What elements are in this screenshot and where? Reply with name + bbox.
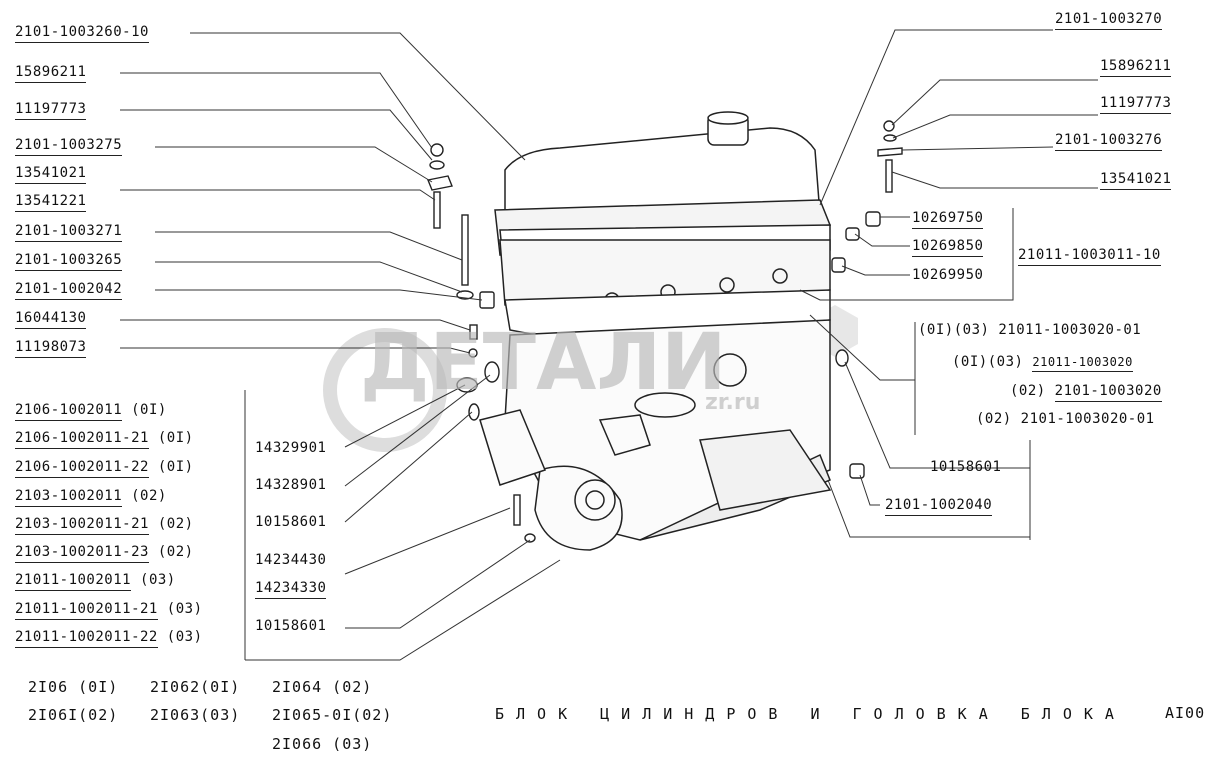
head-variant-label: (0I)(03) 21011-1003020-01 bbox=[918, 322, 1141, 338]
head-part: 21011-1003020-01 bbox=[998, 322, 1142, 338]
model-label: 2I06I(02) bbox=[28, 706, 119, 724]
part-label: 15896211 bbox=[1100, 58, 1172, 77]
block-label: 2103-1002011-23 (02) bbox=[15, 544, 194, 563]
part-label: 14329901 bbox=[255, 440, 327, 456]
part-label: 13541221 bbox=[15, 193, 87, 212]
part-label: 2101-1003260-10 bbox=[15, 24, 149, 43]
part-label: 2101-1003271 bbox=[15, 223, 123, 242]
head-variant-label: (02) 2101-1003020 bbox=[1010, 383, 1162, 402]
part-label: 13541021 bbox=[15, 165, 87, 184]
part-label: 14234330 bbox=[255, 580, 327, 599]
block-variant: (03) bbox=[140, 572, 176, 588]
block-label: 21011-1002011-21 (03) bbox=[15, 601, 203, 620]
block-label: 21011-1002011-22 (03) bbox=[15, 629, 203, 648]
block-variant: (02) bbox=[157, 544, 194, 560]
watermark-text: ДЕТАЛИ bbox=[360, 318, 727, 408]
model-label: 2I06 (0I) bbox=[28, 678, 119, 696]
head-variant-label: (02) 2101-1003020-01 bbox=[976, 411, 1155, 427]
block-part: 21011-1002011-21 bbox=[15, 601, 158, 620]
block-part: 2103-1002011-23 bbox=[15, 544, 149, 563]
page-code: AI00 bbox=[1165, 704, 1206, 722]
model-label: 2I066 (03) bbox=[272, 735, 373, 753]
block-part: 2106-1002011-21 bbox=[15, 430, 149, 449]
block-variant: (0I) bbox=[157, 459, 194, 475]
part-label: 11197773 bbox=[15, 101, 87, 120]
part-label: 14234430 bbox=[255, 552, 327, 568]
block-variant: (0I) bbox=[157, 430, 194, 446]
part-label: 10158601 bbox=[255, 618, 327, 634]
part-label: 2101-1003265 bbox=[15, 252, 123, 271]
head-variant: (0I)(03) bbox=[918, 322, 990, 338]
head-variant-label: (0I)(03) 21011-1003020 bbox=[952, 354, 1133, 372]
part-label: 16044130 bbox=[15, 310, 87, 329]
part-label: 2101-1003270 bbox=[1055, 11, 1163, 30]
part-label: 14328901 bbox=[255, 477, 327, 493]
block-label: 21011-1002011 (03) bbox=[15, 572, 176, 591]
block-label: 2106-1002011-22 (0I) bbox=[15, 459, 194, 478]
block-part: 21011-1002011 bbox=[15, 572, 132, 591]
watermark-subtext: zr.ru bbox=[705, 390, 761, 415]
model-label: 2I062(0I) bbox=[150, 678, 241, 696]
block-variant: (03) bbox=[166, 601, 203, 617]
block-variant: (02) bbox=[131, 488, 167, 504]
model-label: 2I063(03) bbox=[150, 706, 241, 724]
page-title: БЛОК ЦИЛИНДРОВ И ГОЛОВКА БЛОКА bbox=[495, 705, 1126, 723]
block-part: 2106-1002011-22 bbox=[15, 459, 149, 478]
part-label: 15896211 bbox=[15, 64, 87, 83]
block-variant: (02) bbox=[157, 516, 194, 532]
small-parts bbox=[427, 120, 903, 543]
part-label: 10158601 bbox=[255, 514, 327, 530]
head-variant: (02) bbox=[976, 411, 1012, 427]
block-label: 2103-1002011 (02) bbox=[15, 488, 167, 507]
model-label: 2I065-0I(02) bbox=[272, 706, 393, 724]
part-label: 11197773 bbox=[1100, 95, 1172, 114]
block-part: 21011-1002011-22 bbox=[15, 629, 158, 648]
head-part: 21011-1003020 bbox=[1032, 355, 1133, 372]
model-label: 2I064 (02) bbox=[272, 678, 373, 696]
leader-lines bbox=[120, 29, 1098, 661]
cap-label: 10269850 bbox=[912, 238, 984, 257]
block-variant: (03) bbox=[166, 629, 203, 645]
block-part: 2103-1002011 bbox=[15, 488, 123, 507]
block-label: 2103-1002011-21 (02) bbox=[15, 516, 194, 535]
part-label: 10158601 bbox=[930, 459, 1002, 475]
part-label: 2101-1002040 bbox=[885, 497, 993, 516]
part-label: 13541021 bbox=[1100, 171, 1172, 190]
head-assembly-label: 21011-1003011-10 bbox=[1018, 247, 1161, 266]
head-variant: (0I)(03) bbox=[952, 354, 1024, 370]
cap-label: 10269750 bbox=[912, 210, 984, 229]
block-part: 2106-1002011 bbox=[15, 402, 123, 421]
head-part: 2101-1003020-01 bbox=[1020, 411, 1155, 427]
cap-label: 10269950 bbox=[912, 267, 984, 283]
watermark-gear-icon bbox=[323, 328, 447, 452]
block-part: 2103-1002011-21 bbox=[15, 516, 149, 535]
head-part: 2101-1003020 bbox=[1054, 383, 1162, 402]
part-label: 11198073 bbox=[15, 339, 87, 358]
block-label: 2106-1002011-21 (0I) bbox=[15, 430, 194, 449]
part-label: 2101-1002042 bbox=[15, 281, 123, 300]
part-label: 2101-1003275 bbox=[15, 137, 123, 156]
head-variant: (02) bbox=[1010, 383, 1046, 399]
block-variant: (0I) bbox=[131, 402, 167, 418]
cylinder-block bbox=[479, 319, 832, 551]
part-label: 2101-1003276 bbox=[1055, 132, 1163, 151]
block-label: 2106-1002011 (0I) bbox=[15, 402, 167, 421]
